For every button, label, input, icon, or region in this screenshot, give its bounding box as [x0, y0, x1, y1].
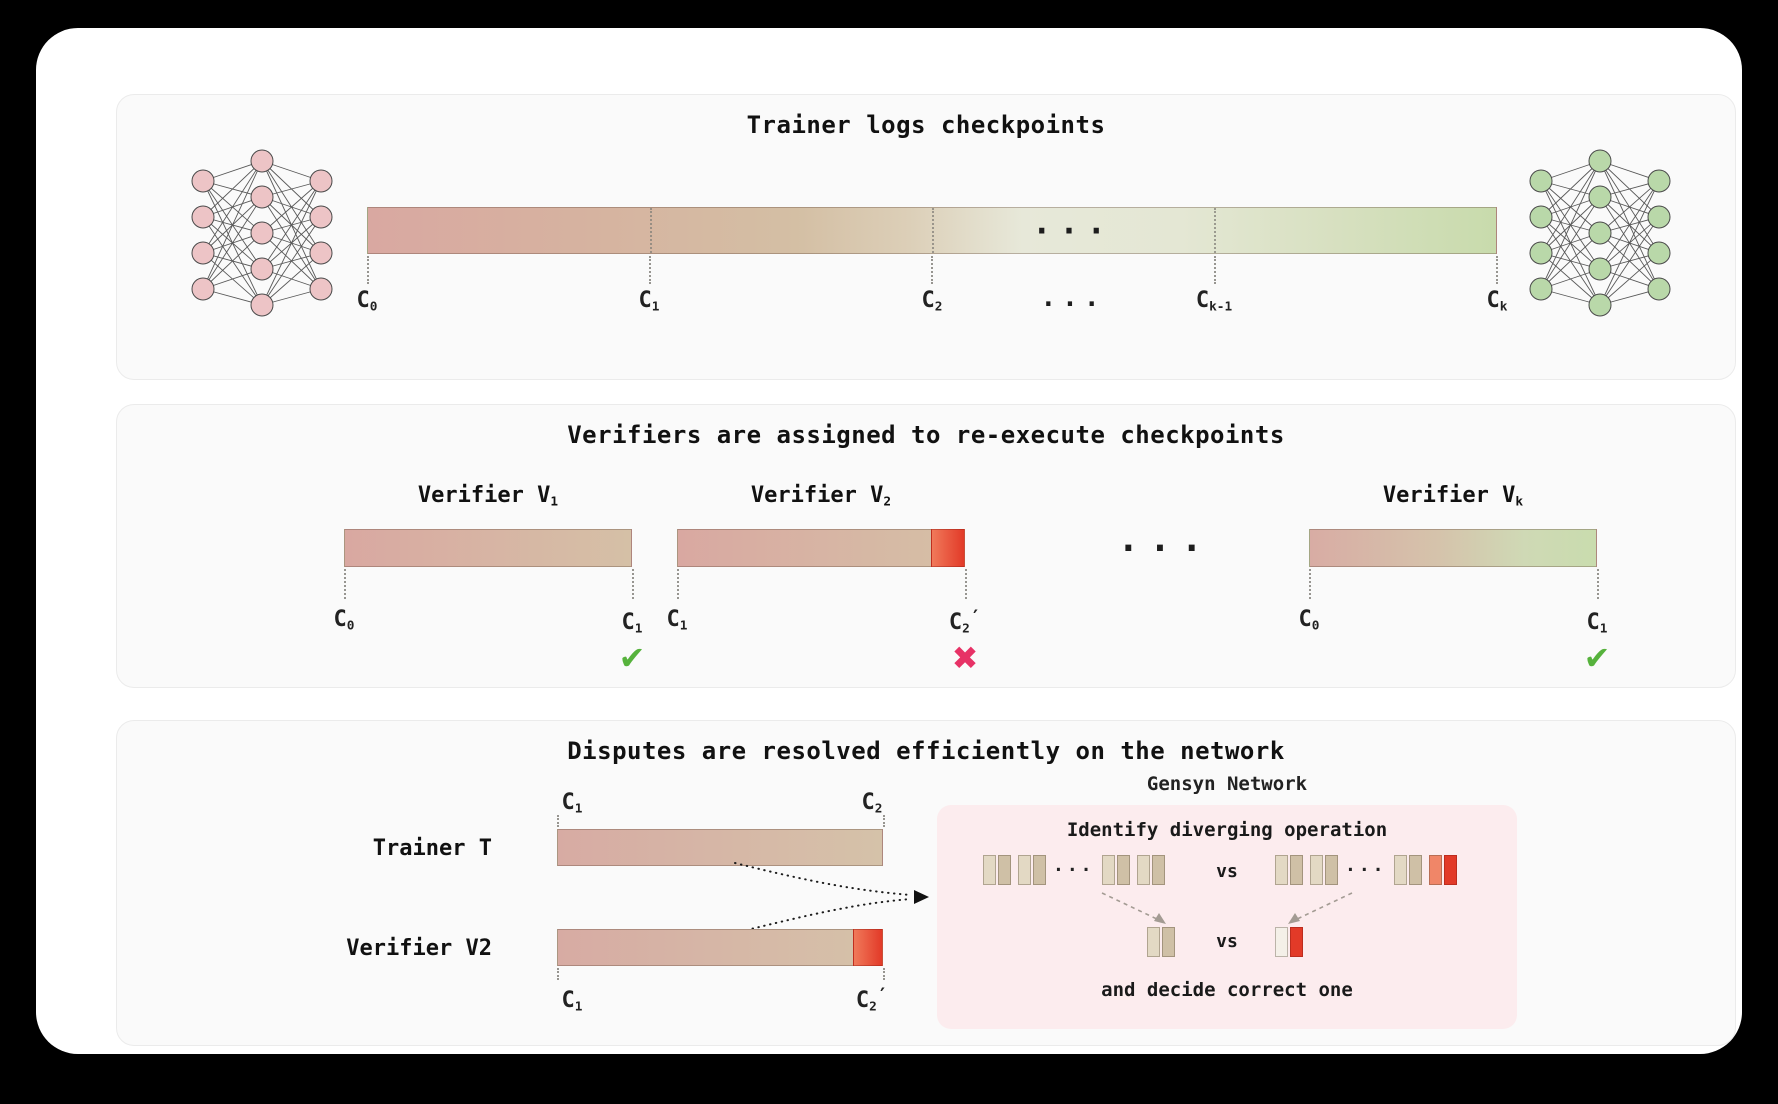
op-block [1290, 855, 1303, 885]
checkpoint-label-end: C1 [1586, 609, 1608, 637]
trainer-op-pair [1147, 927, 1175, 957]
ellipsis: ... [1040, 283, 1106, 313]
tick-line [557, 968, 559, 980]
panel-verifiers-title: Verifiers are assigned to re-execute che… [567, 421, 1285, 449]
diagram-card: Trainer logs checkpoints [36, 28, 1742, 1054]
tick-line [883, 968, 885, 980]
training-timeline-bar: ... [367, 203, 1497, 254]
ellipsis: ... [1053, 854, 1095, 876]
op-block [1325, 855, 1338, 885]
op-block [983, 855, 996, 885]
checkpoint-label-c0: C0 [356, 288, 378, 315]
verifier-1-bar [344, 529, 632, 567]
checkpoint-label-ck: Ck [1486, 288, 1508, 315]
tick-line [965, 569, 967, 599]
tick-line [1597, 569, 1599, 599]
diverging-op-block [1443, 855, 1457, 885]
cross-icon: ✖ [951, 639, 979, 677]
verifier-group-k: Verifier Vk C0 C1 ✔ [1299, 483, 1611, 689]
verifier-2-name: Verifier V2 [750, 483, 892, 510]
trainer-segment-bar [557, 829, 883, 866]
verifier-group-2: Verifier V2 C1 C2′ ✖ [667, 483, 982, 689]
checkmark-icon: ✔ [618, 639, 646, 677]
gensyn-network-box: Identify diverging operation ... vs ... [937, 805, 1517, 1029]
checkpoint-label-c2: C2 [921, 288, 943, 315]
op-block [1393, 855, 1407, 885]
checkpoint-label-c1: C1 [638, 288, 660, 315]
op-block [1151, 855, 1165, 885]
vs-label: vs [1216, 931, 1238, 952]
checkpoint-label-end: C1 [621, 609, 643, 637]
segment-divider [1214, 208, 1216, 253]
op-block [1310, 855, 1323, 885]
checkpoint-label-c1: C1 [561, 789, 583, 817]
diverging-segment [931, 529, 965, 567]
ellipsis: ... [1032, 203, 1114, 242]
tick-line [1214, 256, 1216, 284]
op-block [998, 855, 1011, 885]
tick-line [677, 569, 679, 599]
tick-line [931, 256, 933, 284]
checkmark-icon: ✔ [1583, 639, 1611, 677]
tick-line [344, 569, 346, 599]
tick-line [883, 815, 885, 827]
checkpoint-label-ck-1: Ck-1 [1195, 288, 1233, 315]
op-block [1136, 855, 1150, 885]
diverging-op-block [1290, 927, 1303, 957]
tick-line [367, 256, 369, 284]
op-block [1033, 855, 1046, 885]
neural-network-green-icon [1529, 149, 1671, 317]
converging-arrows-icon [734, 862, 929, 934]
verifier-segment-bar [557, 929, 883, 966]
verifier-k-name: Verifier Vk [1382, 483, 1524, 510]
verifier-label: Verifier V2 [346, 936, 492, 961]
op-block [1408, 855, 1422, 885]
gensyn-network-title: Gensyn Network [1146, 773, 1308, 795]
divergence-arrows-icon [1101, 892, 1353, 924]
segment-divider [932, 208, 934, 253]
verifier-group-1: Verifier V1 C0 C1 ✔ [334, 483, 646, 689]
checkpoint-label-end: C2′ [948, 607, 982, 637]
diverging-op-block [1428, 855, 1442, 885]
op-block [1116, 855, 1130, 885]
panel-disputes-title: Disputes are resolved efficiently on the… [567, 737, 1285, 765]
ellipsis: ... [1345, 854, 1387, 876]
checkpoint-label-start: C0 [333, 607, 355, 634]
verifier-op-pair [1275, 927, 1303, 957]
verifier-k-bar [1309, 529, 1597, 567]
tick-line [1496, 256, 1498, 284]
panel-trainer-title: Trainer logs checkpoints [746, 111, 1106, 139]
checkpoint-label-start: C1 [666, 607, 688, 634]
tick-line [1309, 569, 1311, 599]
op-block [1101, 855, 1115, 885]
checkpoint-label-c2: C2 [861, 789, 883, 817]
checkpoint-label-c1: C1 [561, 987, 583, 1015]
verifier-1-name: Verifier V1 [417, 483, 559, 510]
tick-line [632, 569, 634, 599]
op-block [1162, 927, 1175, 957]
tick-line [649, 256, 651, 284]
vs-label: vs [1216, 861, 1238, 882]
op-block [1275, 927, 1288, 957]
network-footer: and decide correct one [1101, 979, 1353, 1001]
trainer-operation-sequence: ... [983, 855, 1165, 885]
verifier-operation-sequence: ... [1275, 855, 1457, 885]
panel-trainer-checkpoints: Trainer logs checkpoints [116, 94, 1736, 380]
network-heading: Identify diverging operation [1066, 819, 1388, 841]
verifier-2-bar [677, 529, 965, 567]
op-block [1018, 855, 1031, 885]
checkpoint-label-start: C0 [1298, 607, 1320, 634]
op-block [1275, 855, 1288, 885]
ellipsis: ... [1117, 519, 1213, 560]
neural-network-pink-icon [191, 149, 333, 317]
tick-line [557, 815, 559, 827]
panel-disputes: Disputes are resolved efficiently on the… [116, 720, 1736, 1046]
op-block [1147, 927, 1160, 957]
segment-divider [650, 208, 652, 253]
checkpoint-label-c2-prime: C2′ [855, 985, 889, 1015]
trainer-label: Trainer T [372, 836, 492, 861]
panel-verifiers: Verifiers are assigned to re-execute che… [116, 404, 1736, 688]
diverging-segment [853, 929, 883, 966]
